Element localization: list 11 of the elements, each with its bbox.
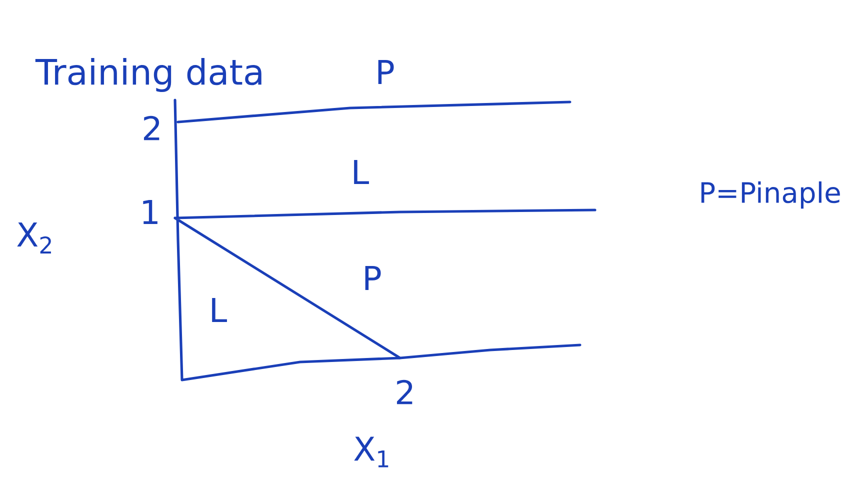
tick-label: 1 [143,200,158,224]
axis-label: X$_{2}$ [17,222,51,254]
legend-note: P=Pinaple [701,181,840,209]
region-letter: L [354,160,369,184]
tick-label: 2 [144,116,160,140]
axis-label: X$_{1}$ [354,436,388,468]
region-letter: L [212,298,227,322]
tick-label: 2 [396,380,412,404]
region-letter: P [378,60,394,84]
title: Training data [35,58,262,92]
region-letter: P [365,266,381,290]
